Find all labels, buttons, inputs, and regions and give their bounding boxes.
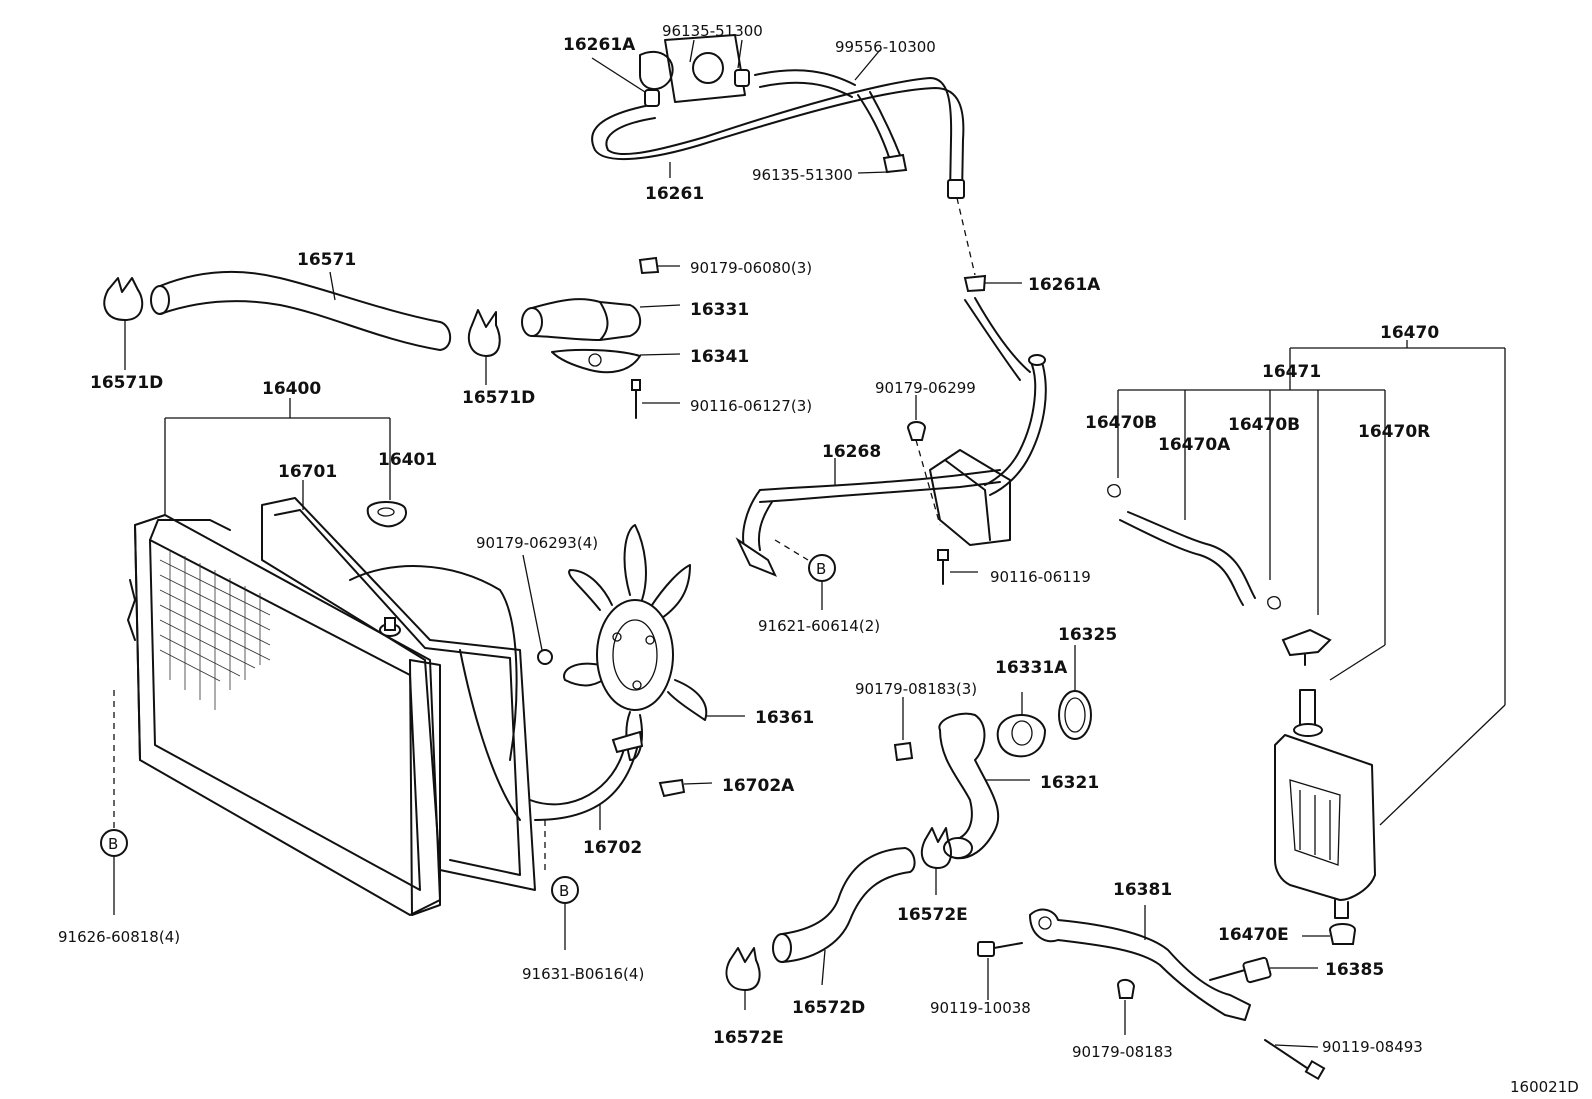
label-16261A-mid: 16261A — [1028, 275, 1101, 295]
label-90116-06127: 90116-06127(3) — [690, 397, 812, 415]
label-16470B-right: 16470B — [1228, 415, 1300, 435]
label-16470B-left: 16470B — [1085, 413, 1157, 433]
label-16268: 16268 — [822, 442, 881, 462]
gasket-16325 — [1058, 645, 1092, 740]
clamp-16571D-left — [103, 277, 144, 370]
label-91621-60614: 91621-60614(2) — [758, 617, 880, 635]
label-16331: 16331 — [690, 300, 749, 320]
reservoir-assy-16470 — [1117, 340, 1506, 826]
label-90119-08493: 90119-08493 — [1322, 1038, 1423, 1056]
label-90119-10038: 90119-10038 — [930, 999, 1031, 1017]
clamp-16571D-right — [467, 309, 501, 385]
nut-90179-08183-lower — [1116, 978, 1136, 1035]
clamp-16572E-right — [920, 827, 952, 895]
label-16571D-right: 16571D — [462, 388, 535, 408]
thermostat-16331A — [996, 692, 1047, 758]
nut-90179-08183 — [893, 697, 914, 762]
label-16361: 16361 — [755, 708, 814, 728]
hose-99556-10300 — [754, 69, 908, 174]
label-90179-08183-top: 90179-08183(3) — [855, 680, 977, 698]
label-16571D-left: 16571D — [90, 373, 163, 393]
label-90179-08183-bot: 90179-08183 — [1072, 1043, 1173, 1061]
label-16385: 16385 — [1325, 960, 1384, 980]
radiator-cap-16401 — [366, 472, 407, 528]
label-90179-06293: 90179-06293(4) — [476, 534, 598, 552]
label-16572E-left: 16572E — [713, 1028, 784, 1048]
marker-b-radiator: B — [108, 835, 118, 853]
hose-end — [947, 179, 965, 199]
label-16572E-right: 16572E — [897, 905, 968, 925]
label-90179-06299: 90179-06299 — [875, 379, 976, 397]
label-16331A: 16331A — [995, 658, 1068, 678]
bolt-90119-08493 — [1264, 1039, 1326, 1081]
label-16321: 16321 — [1040, 773, 1099, 793]
label-16341: 16341 — [690, 347, 749, 367]
leaders-top — [591, 39, 889, 178]
label-16470A: 16470A — [1158, 435, 1231, 455]
water-outlet-16331 — [521, 256, 681, 341]
label-16381: 16381 — [1113, 880, 1172, 900]
label-16572D: 16572D — [792, 998, 865, 1018]
label-90179-06080: 90179-06080(3) — [690, 259, 812, 277]
diagram-id: 160021D — [1510, 1078, 1579, 1096]
marker-b-shroud: B — [559, 882, 569, 900]
cap-16470B — [1281, 628, 1332, 666]
radiator-16400 — [100, 398, 441, 916]
lower-hose-16572D — [772, 847, 916, 986]
clamp-16572E-left — [725, 947, 761, 1010]
drain-cap-16470E — [1302, 923, 1357, 945]
label-16261A: 16261A — [563, 35, 636, 55]
label-16401: 16401 — [378, 450, 437, 470]
upper-hose-16571 — [150, 270, 452, 351]
label-16470R: 16470R — [1358, 422, 1430, 442]
label-16400: 16400 — [262, 379, 321, 399]
label-16261: 16261 — [645, 184, 704, 204]
label-16470E: 16470E — [1218, 925, 1289, 945]
label-16571: 16571 — [297, 250, 356, 270]
bolt-90119-10038 — [977, 941, 1023, 1000]
gasket-16341 — [551, 348, 681, 374]
label-16701: 16701 — [278, 462, 337, 482]
reservoir-tank — [1274, 689, 1376, 919]
reference-markers: B B B — [108, 560, 826, 900]
hose-16470A — [1107, 483, 1281, 610]
bracket-16381 — [1029, 905, 1251, 1021]
label-16471: 16471 — [1262, 362, 1321, 382]
radiator-core-grid — [159, 550, 271, 710]
label-16325: 16325 — [1058, 625, 1117, 645]
fan-shroud-16701 — [261, 480, 579, 950]
clamp-16261A — [963, 274, 987, 293]
clip-16702A — [658, 778, 713, 798]
dash-line — [956, 197, 976, 276]
label-91631-B0616: 91631-B0616(4) — [522, 965, 644, 983]
label-96135-51300: 96135-51300 — [662, 22, 763, 40]
water-outlet-small — [639, 34, 750, 107]
fan-shroud-lower-16702 — [529, 730, 644, 830]
fan-16361 — [563, 524, 745, 761]
label-99556-10300: 99556-10300 — [835, 38, 936, 56]
water-pipe-16268 — [735, 297, 1047, 610]
label-90116-06119: 90116-06119 — [990, 568, 1091, 586]
label-16702: 16702 — [583, 838, 642, 858]
label-91626-60818: 91626-60818(4) — [58, 928, 180, 946]
bolt-90116-06127 — [631, 379, 680, 419]
label-16702A: 16702A — [722, 776, 795, 796]
sensor-16385 — [1209, 956, 1318, 984]
label-16470: 16470 — [1380, 323, 1439, 343]
callout-labels: 16261A 96135-51300 99556-10300 16261 961… — [58, 22, 1579, 1096]
label-96135-51300-mid: 96135-51300 — [752, 166, 853, 184]
bypass-hose-16261 — [591, 77, 965, 199]
marker-b-pipe: B — [816, 560, 826, 578]
